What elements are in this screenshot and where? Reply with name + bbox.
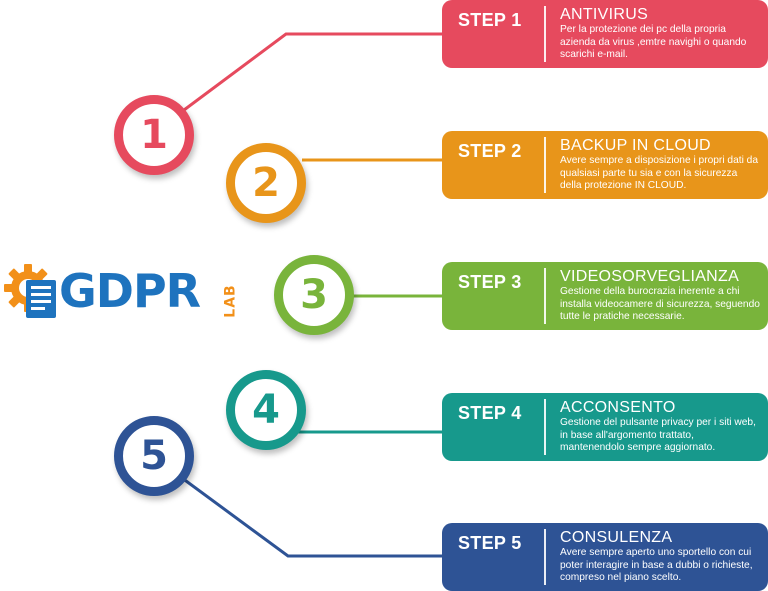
step-1-title: ANTIVIRUS <box>560 6 649 23</box>
step-5-circle: 5 <box>114 416 194 496</box>
step-3-number: 3 <box>300 272 328 318</box>
step-4-card: STEP 4 ACCONSENTO Gestione del pulsante … <box>442 393 768 461</box>
connector-1 <box>183 32 442 112</box>
step-4-label: STEP 4 <box>458 403 522 423</box>
step-3-circle: 3 <box>274 255 354 335</box>
step-2-label: STEP 2 <box>458 141 522 161</box>
step-3-label: STEP 3 <box>458 272 522 292</box>
step-5-divider <box>544 529 546 585</box>
step-2-circle: 2 <box>226 143 306 223</box>
step-5-card: STEP 5 CONSULENZA Avere sempre aperto un… <box>442 523 768 591</box>
gear-document-icon <box>4 264 56 318</box>
step-4-divider <box>544 399 546 455</box>
step-3-title: VIDEOSORVEGLIANZA <box>560 268 740 285</box>
step-5-number: 5 <box>140 433 168 479</box>
step-2-card: STEP 2 BACKUP IN CLOUD Avere sempre a di… <box>442 131 768 199</box>
step-4-description: Gestione del pulsante privacy per i siti… <box>560 417 756 453</box>
step-3-divider <box>544 268 546 324</box>
connector-5 <box>181 476 442 558</box>
step-4-circle: 4 <box>226 370 306 450</box>
step-2-divider <box>544 137 546 193</box>
gdpr-lab-logo: GDPR LAB <box>2 262 242 326</box>
step-5-title: CONSULENZA <box>560 529 673 546</box>
step-3-card: STEP 3 VIDEOSORVEGLIANZA Gestione della … <box>442 262 768 330</box>
step-1-divider <box>544 6 546 62</box>
step-1-description: Per la protezione dei pc della propria a… <box>560 24 747 60</box>
step-4-number: 4 <box>252 387 280 433</box>
step-5-description: Avere sempre aperto uno sportello con cu… <box>560 547 753 583</box>
step-1-circle: 1 <box>114 95 194 175</box>
step-2-description: Avere sempre a disposizione i propri dat… <box>560 155 759 191</box>
step-5-label: STEP 5 <box>458 533 522 553</box>
step-1-card: STEP 1 ANTIVIRUS Per la protezione dei p… <box>442 0 768 68</box>
step-2-title: BACKUP IN CLOUD <box>560 137 711 154</box>
step-1-number: 1 <box>140 112 168 158</box>
step-1-label: STEP 1 <box>458 10 522 30</box>
step-2-number: 2 <box>252 160 280 206</box>
step-4-title: ACCONSENTO <box>560 399 676 416</box>
logo-wordmark: GDPR <box>59 264 201 318</box>
logo-lab-text: LAB <box>222 284 239 318</box>
step-3-description: Gestione della burocrazia inerente a chi… <box>560 286 760 322</box>
